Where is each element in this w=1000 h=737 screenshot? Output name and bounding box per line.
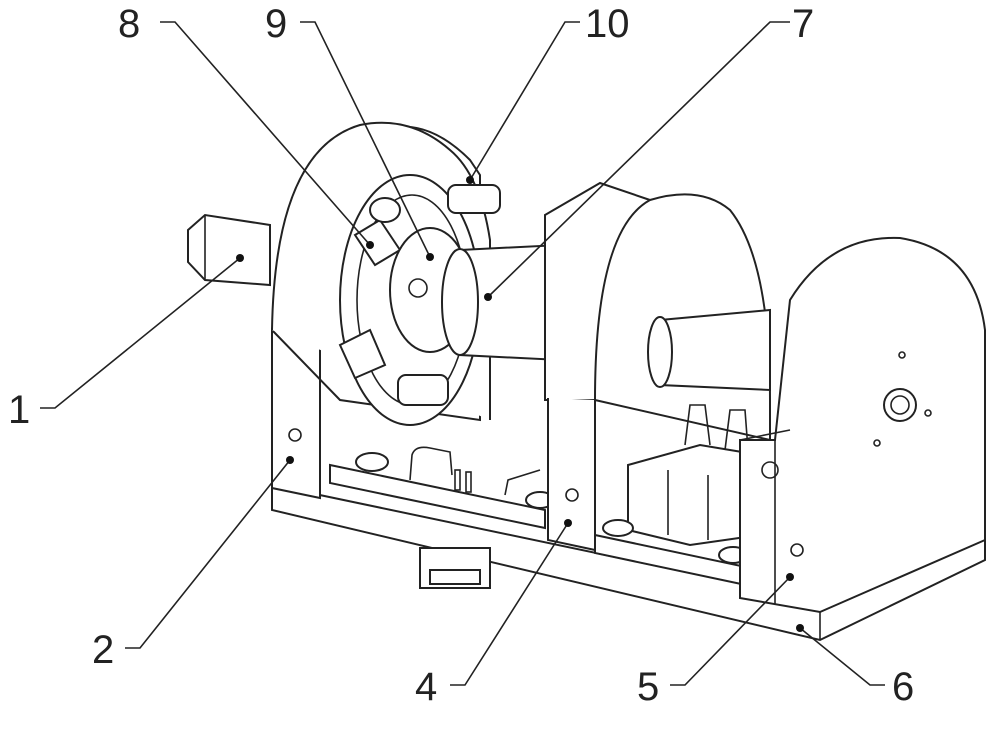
right-shaft — [648, 310, 770, 390]
label-4: 4 — [415, 667, 437, 707]
label-8: 9 — [265, 4, 287, 44]
right-support — [740, 238, 985, 612]
label-7: 8 — [118, 4, 140, 44]
label-5: 5 — [637, 667, 659, 707]
label-2: 2 — [92, 630, 114, 670]
main-shaft — [442, 245, 560, 360]
bottom-connector — [420, 548, 490, 588]
shaft-end — [188, 215, 270, 285]
label-6: 6 — [892, 667, 914, 707]
label-9: 10 — [585, 4, 630, 44]
label-1: 1 — [8, 390, 30, 430]
label-10: 7 — [792, 4, 814, 44]
